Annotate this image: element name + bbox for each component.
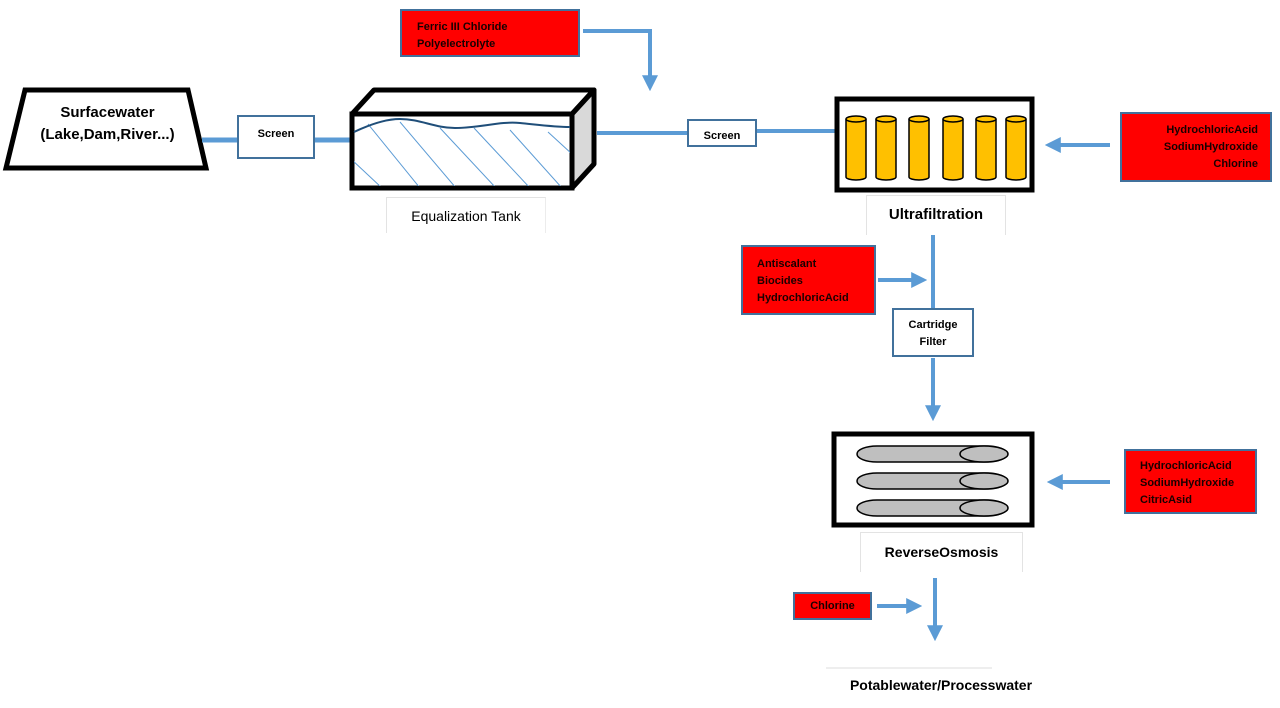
equalization-tank (349, 87, 597, 191)
ultrafiltration-caption: Ultrafiltration (866, 195, 1006, 235)
ultrafiltration-label: Ultrafiltration (888, 206, 984, 223)
reverse-osmosis-caption: ReverseOsmosis (860, 532, 1023, 572)
ro-pressure-vessel (856, 499, 1009, 517)
water-hatching (354, 121, 570, 186)
chem-line: Polyelectrolyte (417, 38, 496, 50)
reverse-osmosis-label: ReverseOsmosis (884, 544, 999, 560)
water-surface (353, 117, 571, 133)
source-label: Surfacewater (Lake,Dam,River...) (30, 102, 185, 146)
chem-line: Biocides (757, 275, 803, 287)
chem-line: Chlorine (1213, 158, 1258, 170)
cartridge-filter-line2: Filter (919, 336, 947, 348)
cartridge-filter-line1: Cartridge (908, 319, 958, 331)
coagulant-dosing-box: Ferric III Chloride Polyelectrolyte (400, 9, 580, 57)
equalization-tank-label: Equalization Tank (411, 208, 521, 224)
chem-line: SodiumHydroxide (1163, 141, 1258, 153)
ro-pressure-vessel (856, 472, 1009, 490)
chem-line: CitricAsid (1140, 494, 1192, 506)
uf-membrane-element (875, 115, 897, 181)
source-line2: (Lake,Dam,River...) (40, 126, 175, 143)
cartridge-filter: Cartridge Filter (892, 308, 974, 357)
screen-1: Screen (237, 115, 315, 159)
chem-line: SodiumHydroxide (1140, 477, 1235, 489)
chem-line: Chlorine (810, 600, 855, 612)
uf-membrane-element (845, 115, 867, 181)
uf-membrane-element (908, 115, 930, 181)
equalization-tank-caption: Equalization Tank (386, 197, 546, 233)
ro-chemicals-box: HydrochloricAcid SodiumHydroxide CitricA… (1124, 449, 1257, 514)
product-label: Potablewater/Processwater (826, 677, 1056, 693)
screen-2: Screen (687, 119, 757, 147)
pre-ro-dosing-box: Antiscalant Biocides HydrochloricAcid (741, 245, 876, 315)
uf-membrane-element (942, 115, 964, 181)
source-line1: Surfacewater (60, 104, 155, 121)
ro-pressure-vessel (856, 445, 1009, 463)
chem-line: Ferric III Chloride (417, 21, 508, 33)
uf-membrane-element (975, 115, 997, 181)
screen-2-label: Screen (703, 130, 741, 142)
chem-line: HydrochloricAcid (757, 292, 849, 304)
product-label-text: Potablewater/Processwater (849, 677, 1033, 693)
chem-line: HydrochloricAcid (1140, 460, 1232, 472)
source-trapezoid (2, 87, 210, 171)
uf-chemicals-box: HydrochloricAcid SodiumHydroxide Chlorin… (1120, 112, 1272, 182)
post-dosing-box: Chlorine (793, 592, 872, 620)
chem-line: HydrochloricAcid (1166, 124, 1258, 136)
uf-membrane-element (1005, 115, 1027, 181)
coagulant-dosing-arrow (583, 29, 658, 92)
screen-1-label: Screen (257, 128, 295, 140)
chem-line: Antiscalant (757, 258, 817, 270)
reverse-osmosis-unit (831, 431, 1035, 528)
ultrafiltration-unit (834, 96, 1035, 193)
